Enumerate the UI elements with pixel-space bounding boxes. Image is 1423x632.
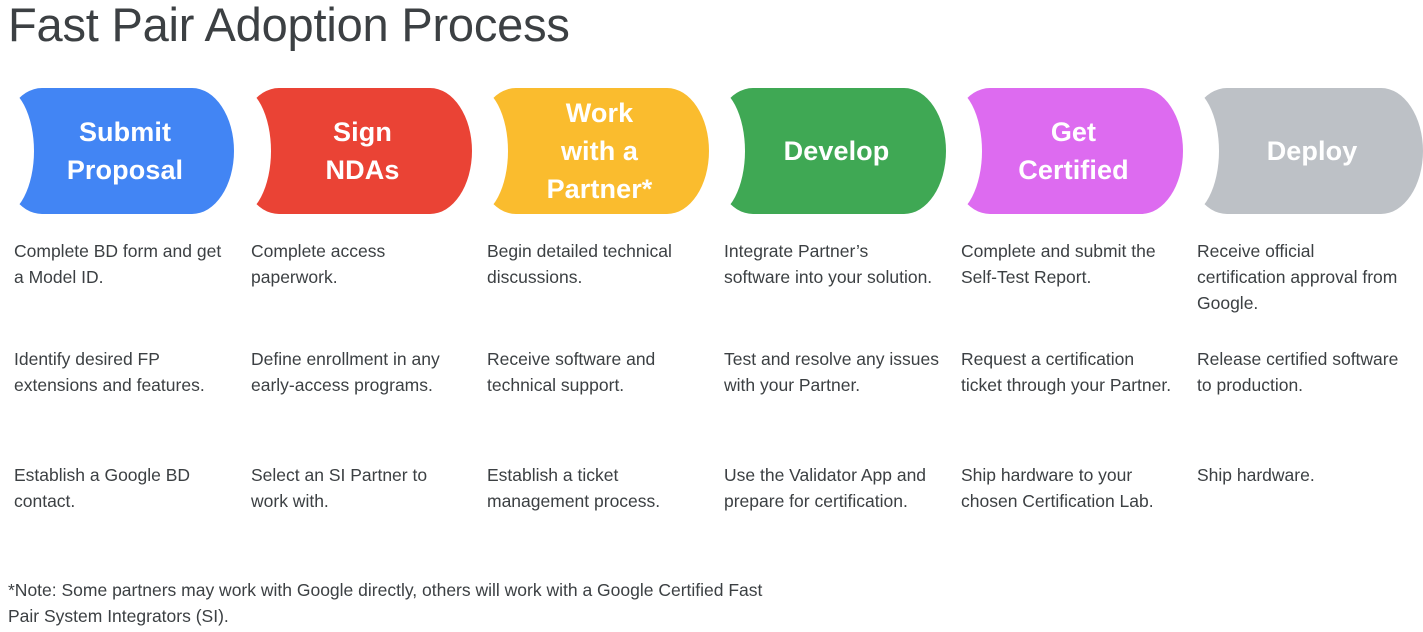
process-step-shape — [1185, 88, 1423, 214]
detail-get-certified-1: Complete and submit the Self-Test Report… — [961, 241, 1156, 288]
detail-deploy-1: Receive official certification approval … — [1197, 241, 1398, 314]
process-step-2[interactable]: Sign NDAs — [203, 86, 472, 216]
detail-deploy-3: Ship hardware. — [1197, 465, 1315, 485]
process-step-label: Work with a Partner* — [546, 97, 653, 205]
detail-submit-proposal-2: Identify desired FP extensions and featu… — [14, 349, 205, 396]
detail-submit-proposal-3: Establish a Google BD contact. — [14, 465, 191, 512]
process-step-shape — [0, 88, 234, 214]
process-step-shape — [474, 88, 709, 214]
process-step-6[interactable]: Deploy — [1151, 86, 1423, 216]
footnote: *Note: Some partners may work with Googl… — [8, 580, 763, 626]
detail-sign-ndas-2: Define enrollment in any early-access pr… — [251, 349, 440, 396]
process-step-5[interactable]: Get Certified — [914, 86, 1183, 216]
page-title: Fast Pair Adoption Process — [8, 0, 570, 51]
process-step-label: Develop — [783, 135, 890, 166]
detail-get-certified-3: Ship hardware to your chosen Certificati… — [961, 465, 1154, 512]
process-step-label: Submit Proposal — [66, 116, 184, 185]
process-step-3[interactable]: Work with a Partner* — [440, 86, 709, 216]
process-step-label: Sign NDAs — [325, 116, 400, 185]
detail-develop-1: Integrate Partner’s software into your s… — [724, 241, 933, 288]
process-step-shape — [711, 88, 946, 214]
detail-sign-ndas-1: Complete access paperwork. — [251, 241, 386, 288]
process-step-shape — [948, 88, 1183, 214]
detail-work-with-partner-2: Receive software and technical support. — [487, 349, 656, 396]
details-row-2: Identify desired FP extensions and featu… — [0, 346, 1423, 462]
process-step-1[interactable]: Submit Proposal — [0, 86, 234, 216]
detail-sign-ndas-3: Select an SI Partner to work with. — [251, 465, 428, 512]
detail-develop-3: Use the Validator App and prepare for ce… — [724, 465, 927, 512]
process-step-4[interactable]: Develop — [677, 86, 946, 216]
process-step-label: Deploy — [1266, 135, 1358, 166]
details-row-3: Establish a Google BD contact. Select an … — [0, 462, 1423, 574]
detail-get-certified-2: Request a certification ticket through y… — [961, 349, 1172, 396]
details-grid: Complete BD form and get a Model ID. Comp… — [0, 238, 1423, 574]
detail-develop-2: Test and resolve any issues with your Pa… — [724, 349, 939, 396]
process-step-label: Get Certified — [1018, 116, 1129, 185]
process-step-shape — [237, 88, 472, 214]
detail-submit-proposal-1: Complete BD form and get a Model ID. — [14, 241, 222, 288]
detail-deploy-2: Release certified software to production… — [1197, 349, 1399, 396]
process-banner: Submit Proposal Sign NDAs Work with a Part… — [0, 86, 1423, 216]
detail-work-with-partner-1: Begin detailed technical discussions. — [487, 241, 672, 288]
details-row-1: Complete BD form and get a Model ID. Comp… — [0, 238, 1423, 346]
detail-work-with-partner-3: Establish a ticket management process. — [487, 465, 661, 512]
